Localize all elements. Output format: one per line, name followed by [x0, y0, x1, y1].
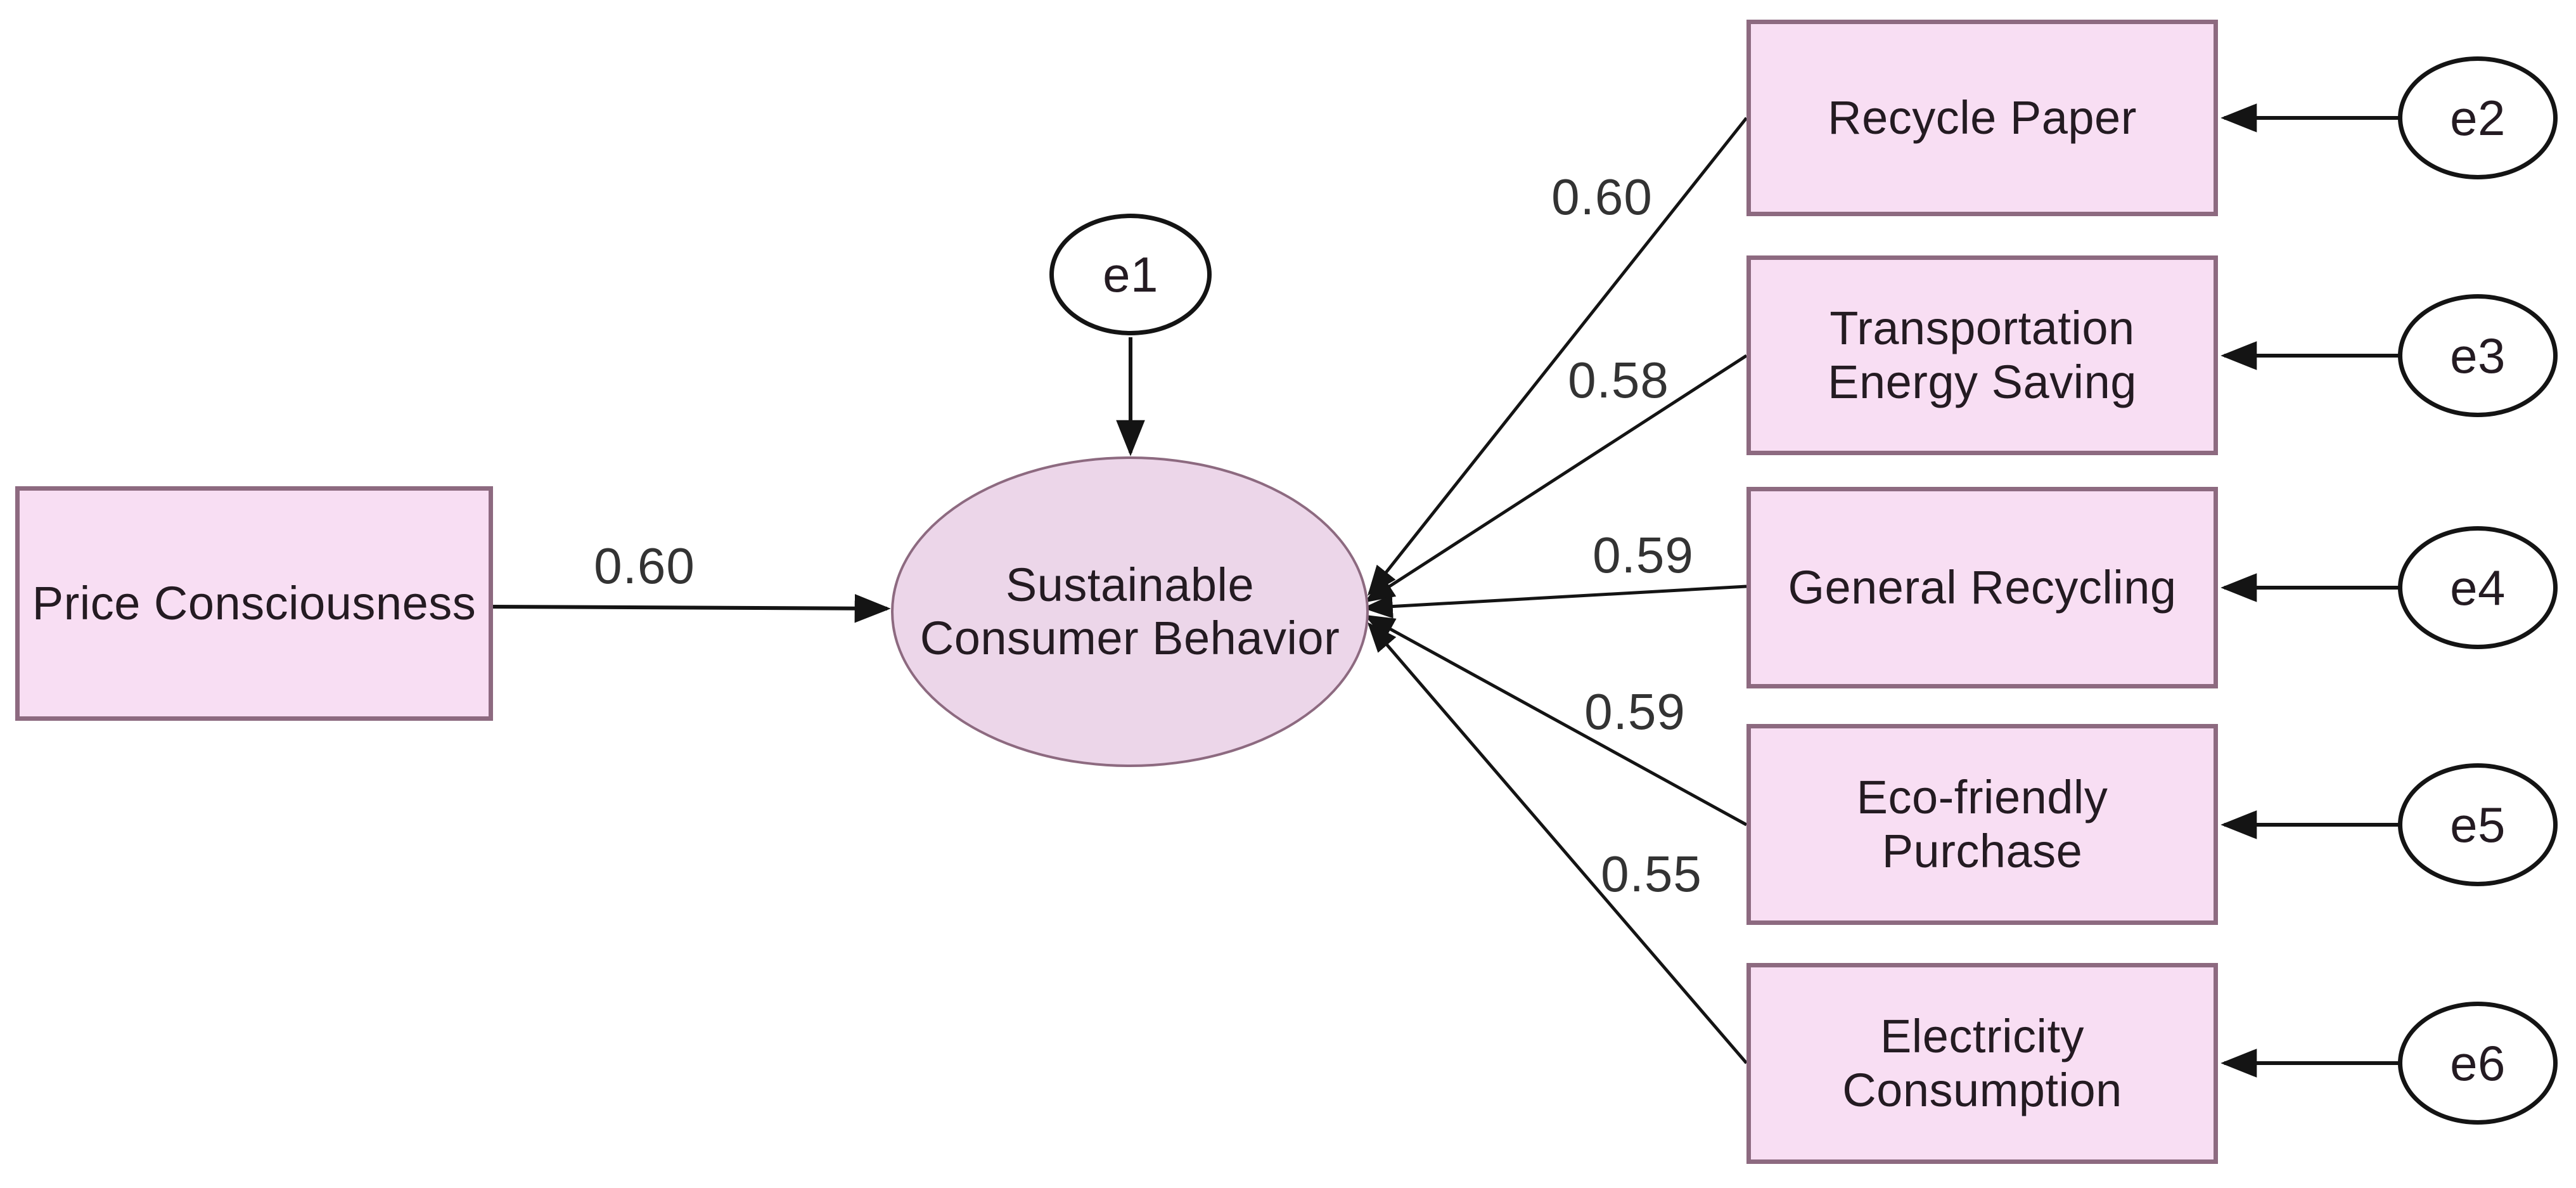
error-label: e5	[2450, 796, 2506, 853]
coefficient-eco-friendly-purchase: 0.59	[1584, 683, 1686, 740]
structural-arrow-price-to-behavior	[492, 593, 891, 623]
error-label: e3	[2450, 327, 2506, 384]
error-node-e6: e6	[2398, 1002, 2558, 1125]
node-label: Eco-friendly Purchase	[1856, 771, 2108, 877]
error-node-e3: e3	[2398, 294, 2558, 417]
error-label: e6	[2450, 1035, 2506, 1091]
node-transportation-energy-saving: Transportation Energy Saving	[1746, 255, 2218, 455]
error-node-e1: e1	[1049, 214, 1212, 335]
node-sustainable-consumer-behavior: Sustainable Consumer Behavior	[891, 456, 1369, 767]
node-electricity-consumption: Electricity Consumption	[1746, 963, 2218, 1164]
error-node-e2: e2	[2398, 56, 2558, 179]
loading-arrow-eco-friendly-purchase	[1364, 614, 1748, 827]
coefficient-electricity-consumption: 0.55	[1601, 846, 1702, 902]
coefficient-transportation-energy-saving: 0.58	[1568, 352, 1669, 408]
node-label: General Recycling	[1788, 560, 2177, 614]
coefficient-general-recycling: 0.59	[1592, 527, 1694, 583]
error-label: e2	[2450, 89, 2506, 146]
node-label: Transportation Energy Saving	[1828, 302, 2137, 408]
node-recycle-paper: Recycle Paper	[1746, 20, 2218, 216]
node-label: Price Consciousness	[32, 576, 477, 630]
node-general-recycling: General Recycling	[1746, 487, 2218, 688]
node-label: Sustainable Consumer Behavior	[920, 558, 1340, 664]
error-node-e4: e4	[2398, 526, 2558, 649]
error-node-e5: e5	[2398, 763, 2558, 886]
node-label: Electricity Consumption	[1842, 1010, 2122, 1116]
error-label: e1	[1103, 246, 1158, 302]
node-label: Recycle Paper	[1828, 91, 2137, 144]
coefficient-price-to-behavior: 0.60	[594, 538, 695, 594]
node-price-consciousness: Price Consciousness	[15, 486, 493, 721]
loading-arrow-general-recycling	[1362, 584, 1747, 619]
node-eco-friendly-purchase: Eco-friendly Purchase	[1746, 724, 2218, 925]
coefficient-recycle-paper: 0.60	[1551, 169, 1653, 225]
loading-arrow-electricity-consumption	[1367, 622, 1748, 1064]
error-label: e4	[2450, 559, 2506, 616]
